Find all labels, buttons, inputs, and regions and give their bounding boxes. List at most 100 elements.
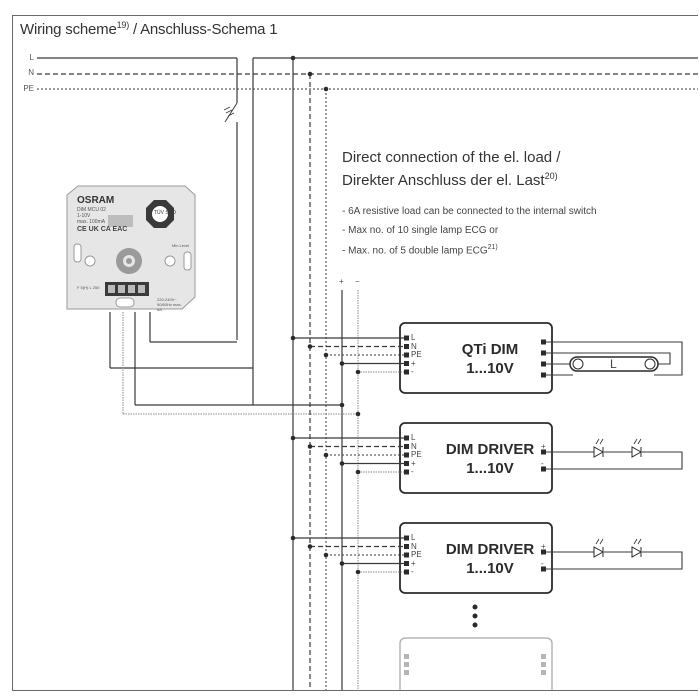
dimmer-module [66,185,196,310]
light-rays-icon [633,538,642,545]
device-pin [404,461,409,466]
led-icon [593,446,605,458]
device-output-pin [541,339,546,345]
device-pin-label: - [411,567,414,576]
output-pin-label: + [541,442,546,451]
junction-dot [323,352,329,358]
device-pin-label: N [411,541,417,551]
device-pin [404,561,409,566]
note-3: - Max. no. of 5 double lamp ECG21) [342,244,498,257]
title-subtitle: / Anschluss-Schema 1 [129,21,278,38]
module-model: DIM MCU 02 [77,207,106,213]
diagram-frame [12,15,698,691]
device-pin-label: PE [411,450,422,459]
output-pin-label: - [541,459,544,468]
device-output-pin [541,466,546,472]
device-pin-label: PE [411,550,422,559]
fluorescent-lamp-icon [569,356,659,372]
device-pin-label: N [411,441,417,451]
tuv-label: TÜV SÜD [154,210,176,216]
trunk-plus-label: + [339,277,344,286]
device-box-0 [399,322,553,394]
min-level-label: Min Level [172,243,190,248]
device-pin [404,535,409,541]
junction-dot [307,344,313,349]
junction-dot [355,469,361,475]
module-spec1: 1-10V [77,213,91,219]
mains-label: 220-240V~ 50/60Hz max. 6A [157,297,182,312]
diagram-title: Wiring scheme19) / Anschluss-Schema 1 [20,20,278,38]
device-pin [404,352,409,358]
device-pin [404,552,409,558]
module-brand: OSRAM [77,195,115,206]
device-pin [404,544,409,549]
section-heading: Direct connection of the el. load / Dire… [342,148,560,190]
device-pin-label: PE [411,350,422,359]
lamp-wire [546,352,671,365]
trunk-minus-label: − [355,277,360,286]
device-output-pin [541,549,546,555]
device-pin-label: - [411,467,414,476]
heading-footnote: 20) [544,171,558,181]
junction-dot [339,461,345,466]
device-pin-label: + [411,558,416,568]
device-output-pin [541,449,546,455]
device-pin [404,335,409,341]
junction-dot [290,435,296,441]
device-output-pin [541,361,546,367]
led-icon [593,546,605,558]
device-pin [404,444,409,449]
title-footnote: 19) [116,20,130,30]
led-wire [546,551,683,570]
device-pin [404,361,409,366]
junction-dot [323,552,329,558]
heading-line2: Direkter Anschluss der el. Last [342,172,545,189]
device-pin [404,369,409,375]
device-box-2 [399,522,553,594]
device-pin [404,435,409,441]
device-pin-label: L [411,433,416,442]
junction-dot [339,561,345,566]
device-output-pin [541,566,546,572]
device-box-1 [399,422,553,494]
more-devices-ellipsis [472,604,478,628]
lamp-wire [546,341,683,376]
device-pin-label: L [411,333,416,342]
device-output-pin [541,350,546,356]
device-pin-label: N [411,341,417,351]
note-1: - 6A resistive load can be connected to … [342,206,597,217]
light-rays-icon [595,538,604,545]
module-label-plate [108,215,133,227]
module-marks: CE UK CA EAC [77,226,128,233]
note-2: - Max no. of 10 single lamp ECG or [342,225,499,236]
junction-dot [339,361,345,366]
light-rays-icon [595,438,604,445]
output-pin-label: - [541,559,544,568]
junction-dot [355,569,361,575]
module-spec2: max. 100mA [77,219,106,225]
bus-label-pe: PE [23,84,34,93]
device-pin [404,469,409,475]
device-output-pin [541,372,546,378]
led-icon [631,446,643,458]
junction-dot [290,335,296,341]
lamp-label: L [610,357,617,371]
light-rays-icon [633,438,642,445]
device-pin-label: + [411,358,416,368]
led-wire [546,451,683,470]
junction-dot [307,444,313,449]
junction-dot [290,535,296,541]
junction-dot [323,452,329,458]
device-pin [404,344,409,349]
led-icon [631,546,643,558]
heading-line1: Direct connection of the el. load / [342,149,561,166]
junction-dot [355,369,361,375]
title-text: Wiring scheme [20,21,117,38]
ghost-device [399,637,553,690]
device-pin-label: L [411,533,416,542]
output-pin-label: + [541,542,546,551]
fuse-label: F 5(H) L 250 [77,285,100,290]
